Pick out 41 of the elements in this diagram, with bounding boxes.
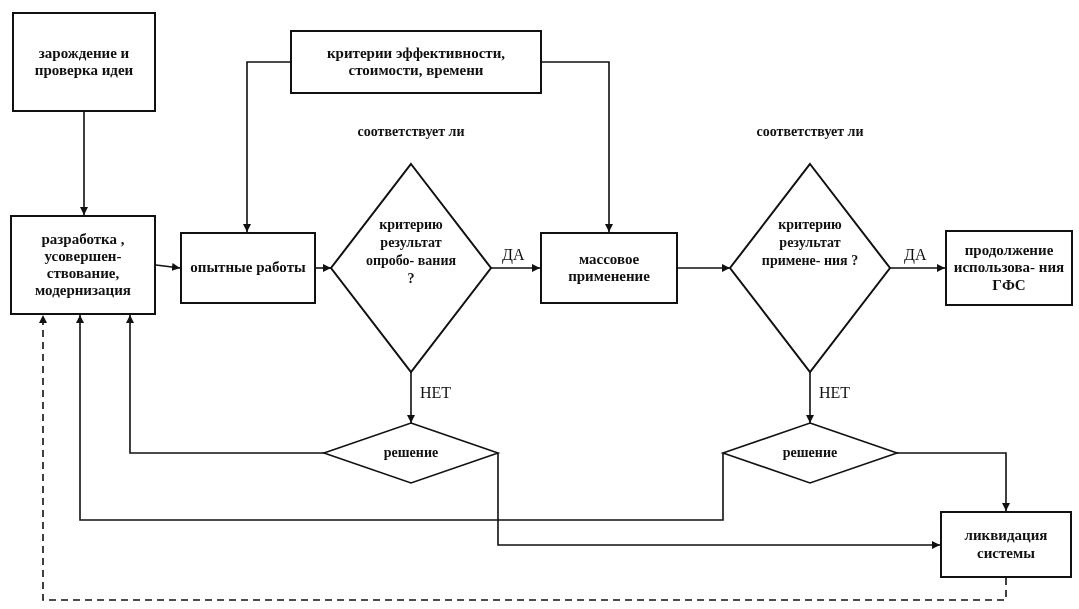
question-text: критерию результат примене- ния ? bbox=[761, 216, 859, 270]
decision-diamond bbox=[723, 423, 897, 483]
arrow bbox=[806, 371, 814, 424]
edge-label: ДА bbox=[902, 246, 929, 264]
process-box bbox=[180, 232, 316, 304]
question-text: соответствует ли bbox=[356, 124, 466, 141]
arrow bbox=[155, 263, 181, 271]
arrow bbox=[541, 61, 613, 233]
box-text: опытные работы bbox=[190, 259, 306, 277]
decision-diamond bbox=[324, 423, 498, 483]
process-box bbox=[940, 511, 1072, 578]
arrow bbox=[490, 264, 541, 272]
arrow bbox=[126, 314, 325, 454]
decision-diamond bbox=[331, 128, 491, 372]
dashed-arrow bbox=[39, 314, 1007, 601]
box-text: массовое применение bbox=[567, 250, 651, 286]
arrow bbox=[315, 264, 332, 272]
question-text: критерию результат опробо- вания ? bbox=[364, 216, 458, 288]
process-box bbox=[10, 215, 156, 315]
arrow bbox=[896, 452, 1010, 512]
process-box bbox=[540, 232, 678, 304]
arrow bbox=[76, 314, 724, 521]
arrow bbox=[243, 61, 291, 233]
box-text: зарождение и проверка идеи bbox=[33, 44, 135, 80]
box-text: ликвидация системы bbox=[963, 527, 1049, 562]
decision-text: решение bbox=[782, 444, 838, 462]
edge-label: ДА bbox=[500, 246, 527, 264]
box-text: разработка , усовершен- ствование, модернизация bbox=[34, 230, 132, 300]
box-text: продолжение использова- ния ГФС bbox=[952, 242, 1066, 294]
process-box bbox=[945, 230, 1073, 306]
process-box bbox=[12, 12, 156, 112]
arrow bbox=[80, 111, 88, 216]
process-box bbox=[290, 30, 542, 94]
decision-text: решение bbox=[383, 444, 439, 462]
arrow bbox=[407, 371, 415, 424]
question-text: соответствует ли bbox=[755, 124, 865, 141]
box-text: критерии эффективности, стоимости, времени bbox=[325, 44, 507, 80]
arrow bbox=[677, 264, 731, 272]
decision-diamond bbox=[730, 128, 890, 372]
arrow bbox=[889, 264, 946, 272]
arrow bbox=[497, 452, 941, 549]
